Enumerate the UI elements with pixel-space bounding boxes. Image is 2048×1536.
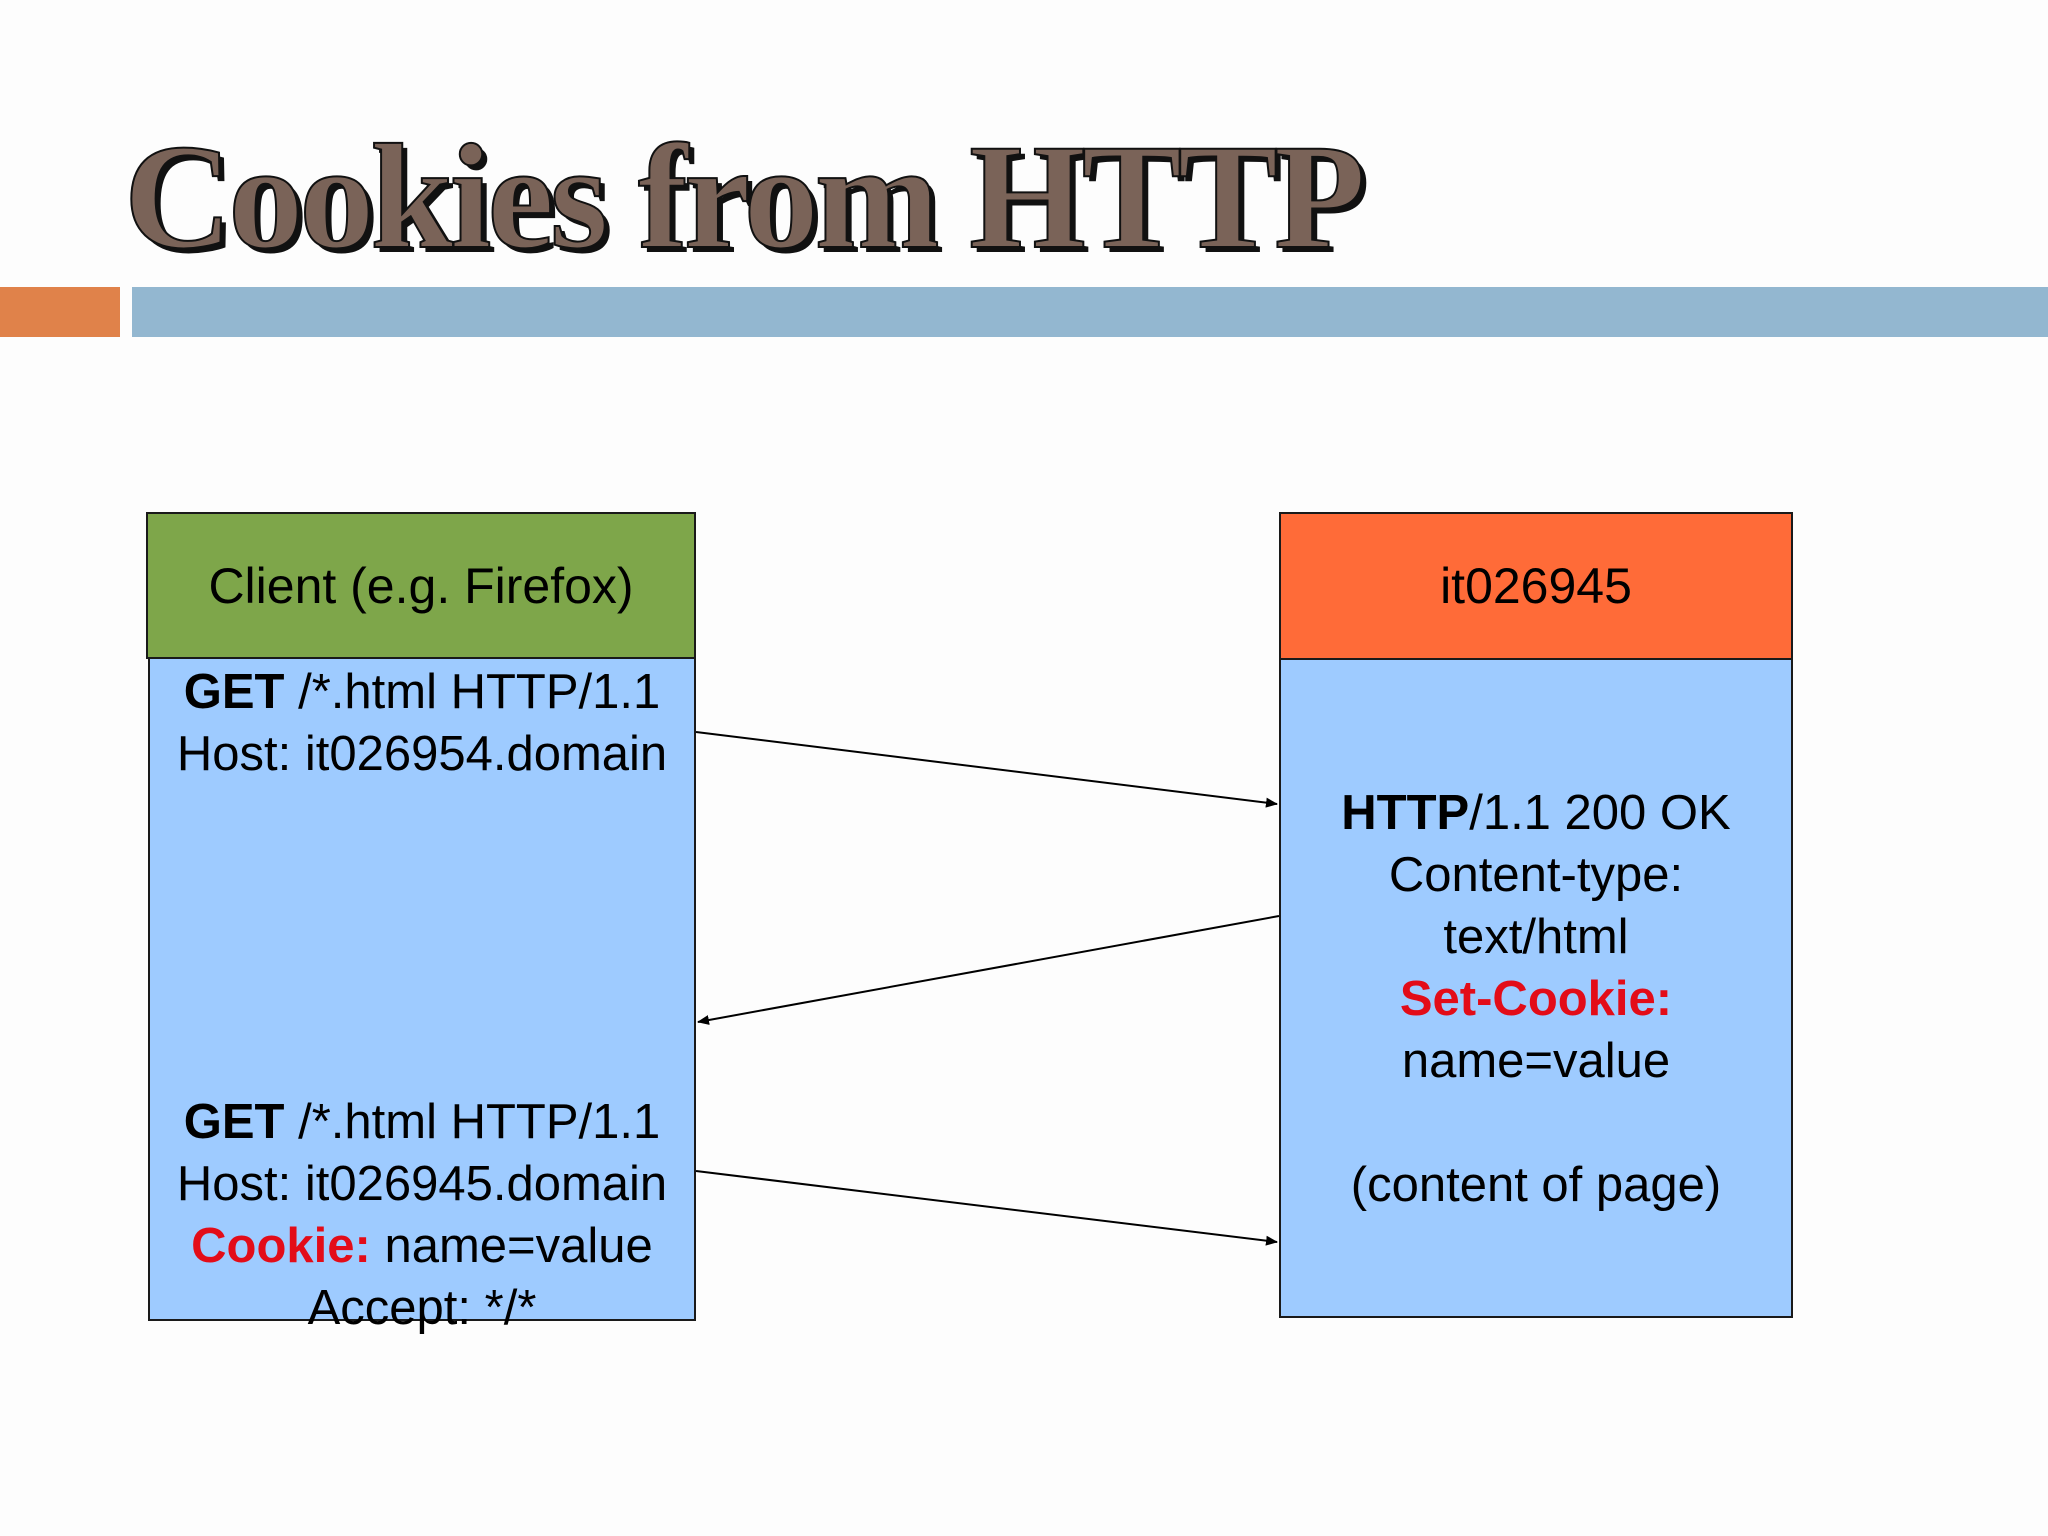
response-protocol: HTTP [1341, 786, 1470, 840]
request1-host: Host: it026954.domain [176, 727, 668, 781]
client-header: Client (e.g. Firefox) [146, 512, 696, 659]
request2-method: GET [183, 1095, 285, 1149]
cookie-label: Cookie: [191, 1219, 371, 1273]
response-status: HTTP/1.1 200 OK [1281, 782, 1791, 844]
response-content-type-value: text/html [1443, 910, 1629, 964]
request2-cookie: Cookie: name=value [150, 1215, 694, 1277]
request1-line1: GET /*.html HTTP/1.1 [150, 661, 694, 723]
arrow-request2 [695, 1170, 1278, 1246]
set-cookie-label: Set-Cookie: [1399, 972, 1673, 1026]
server-header-label: it026945 [1440, 558, 1632, 614]
request2-host: Host: it026945.domain [176, 1157, 668, 1211]
accent-bar [132, 287, 2048, 337]
client-header-label: Client (e.g. Firefox) [208, 557, 634, 614]
request2-path: /*.html HTTP/1.1 [284, 1095, 661, 1149]
request2-accept: Accept: */* [307, 1281, 537, 1335]
request1-method: GET [183, 665, 285, 719]
arrow-response [697, 915, 1280, 1025]
client-body: GET /*.html HTTP/1.1 Host: it026954.doma… [148, 657, 696, 1335]
set-cookie-value: name=value [1401, 1034, 1671, 1088]
response-body-note: (content of page) [1350, 1158, 1722, 1212]
slide-title: Cookies from HTTP [123, 114, 1367, 280]
request1-path: /*.html HTTP/1.1 [284, 665, 661, 719]
accent-block [0, 287, 120, 337]
server-body: HTTP/1.1 200 OK Content-type: text/html … [1279, 658, 1793, 1318]
cookie-value: name=value [370, 1219, 653, 1273]
arrow-request1 [695, 731, 1278, 808]
response-content-type: Content-type: [1388, 848, 1684, 902]
request2-line1: GET /*.html HTTP/1.1 [150, 1091, 694, 1153]
response-status-rest: /1.1 200 OK [1469, 786, 1731, 840]
server-header: it026945 [1279, 512, 1793, 660]
